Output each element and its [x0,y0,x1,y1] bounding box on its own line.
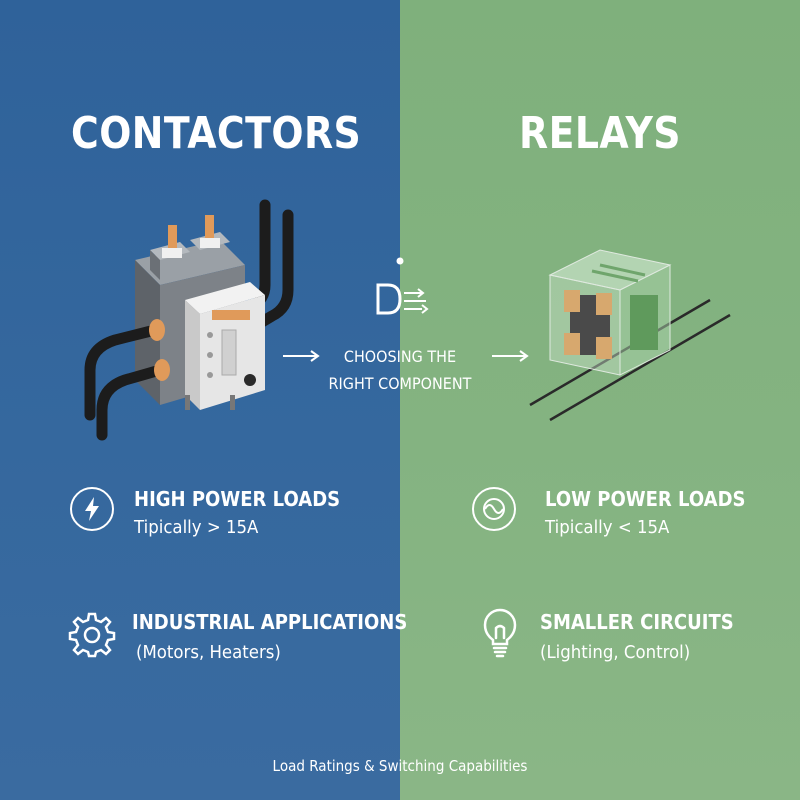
footer-caption: Load Ratings & Switching Capabilities [272,757,528,775]
right-arrow-icon [492,350,529,362]
lightning-icon [70,487,114,531]
lightbulb-icon [483,608,517,658]
relay-illustration [529,249,731,422]
relays-panel [400,0,800,800]
sine-wave-icon [472,487,516,531]
center-label: CHOOSING THE RIGHT COMPONENT [328,347,472,393]
low-power-heading: LOW POWER LOADS [545,487,746,511]
low-power-detail: Tipically < 15A [545,517,670,538]
gear-icon [68,612,116,658]
industrial-detail: (Motors, Heaters) [136,642,281,663]
smaller-circuits-detail: (Lighting, Control) [540,642,691,663]
industrial-heading: INDUSTRIAL APPLICATIONS [132,610,408,634]
high-power-heading: HIGH POWER LOADS [134,487,341,511]
left-arrow-icon [283,350,320,362]
center-icon [376,257,429,315]
high-power-detail: Tipically > 15A [134,517,259,538]
contactor-illustration [84,199,294,441]
contactors-title: CONTACTORS [71,108,362,159]
relays-title: RELAYS [518,108,682,159]
smaller-circuits-heading: SMALLER CIRCUITS [540,610,734,634]
